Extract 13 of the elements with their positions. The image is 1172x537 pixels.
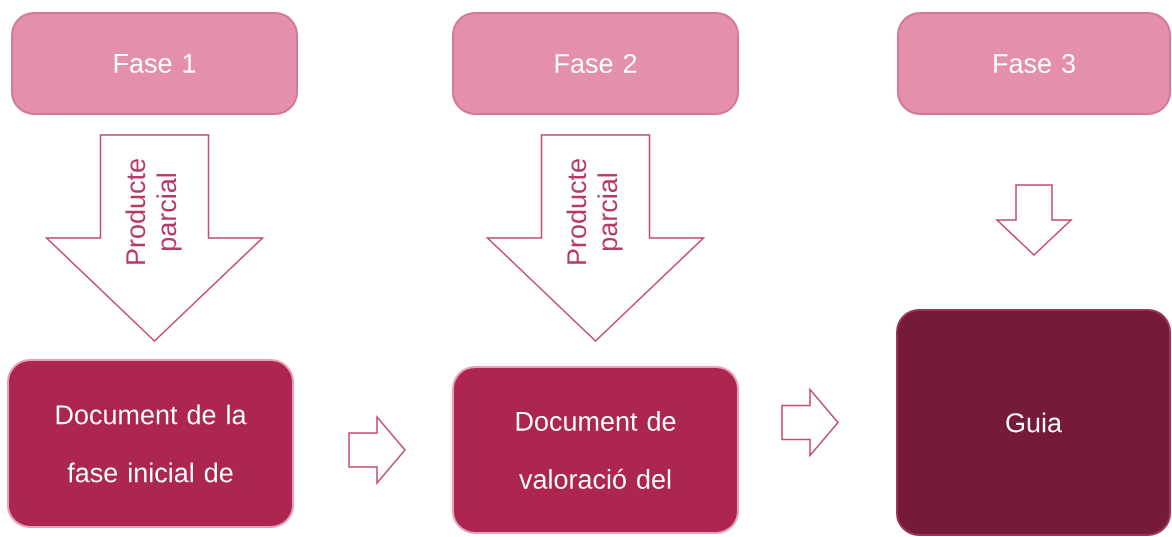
document-box: Document de valoració del <box>452 366 739 534</box>
block-arrow <box>781 387 839 458</box>
block-arrow <box>348 414 406 486</box>
block-arrow <box>995 184 1073 257</box>
block-arrow <box>44 134 265 343</box>
phase-box: Fase 3 <box>897 12 1171 115</box>
result-box: Guia <box>896 309 1171 536</box>
edge-label: Producte parcial <box>566 159 623 264</box>
block-arrow <box>485 134 706 343</box>
document-box: Document de la fase inicial de <box>7 359 294 528</box>
phase-box: Fase 1 <box>11 12 298 115</box>
edge-label: Producte parcial <box>125 159 182 264</box>
phase-box: Fase 2 <box>452 12 739 115</box>
